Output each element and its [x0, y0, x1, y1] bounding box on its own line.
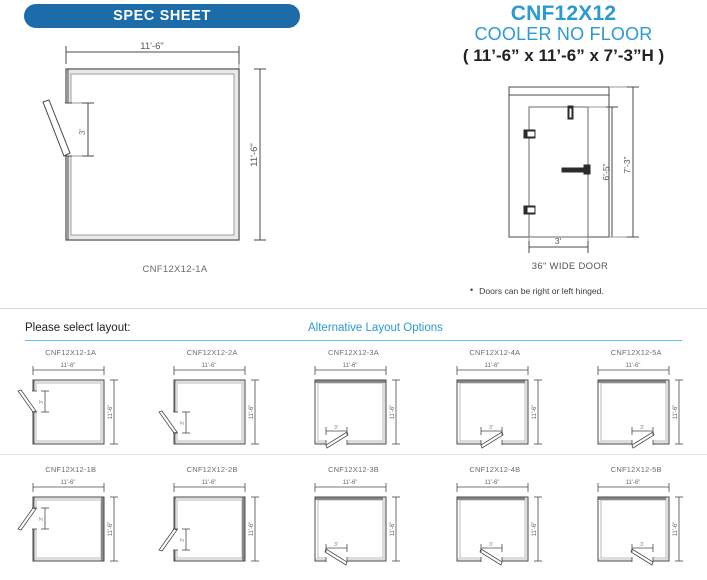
thumb-dim-door: 3' — [335, 425, 339, 431]
plan-walls — [65, 68, 240, 241]
thumb-dim-door: 3' — [640, 542, 644, 548]
layout-option-label: CNF12X12-1B — [45, 465, 97, 474]
layout-row-2: CNF12X12-1B — [0, 465, 707, 569]
thumb-dim-height: 11'-6" — [249, 522, 255, 537]
thumb-dim-door: 3' — [180, 421, 186, 425]
layout-option-label: CNF12X12-3A — [327, 348, 379, 357]
layout-option-4a[interactable]: CNF12X12-4A — [424, 348, 565, 452]
thumb-dim-height: 11'-6" — [249, 405, 255, 420]
layout-option-3b[interactable]: CNF12X12-3B — [283, 465, 424, 569]
thumb-dim-height: 11'-6" — [390, 522, 396, 537]
thumb-dim-height: 11'-6" — [108, 522, 114, 537]
layout-option-5a[interactable]: CNF12X12-5A — [566, 348, 707, 452]
thumb-dim-height: 11'-6" — [673, 405, 679, 420]
thumb-dim-width: 11'-6" — [343, 480, 358, 486]
layout-option-2a[interactable]: CNF12X12-2A — [141, 348, 282, 452]
hinge-note-text: Doors can be right or left hinged. — [479, 286, 604, 296]
thumb-dim-width: 11'-6" — [60, 480, 75, 486]
thumb-dim-door: 3' — [489, 425, 493, 431]
thumb-dim-height: 11'-6" — [108, 405, 114, 420]
thumb-dim-door: 3' — [180, 538, 186, 542]
layout-option-4b[interactable]: CNF12X12-4B — [424, 465, 565, 569]
plan-dim-right-label: 11'-6" — [249, 143, 260, 167]
thumb-dim-door: 3' — [39, 517, 45, 521]
layout-option-2b[interactable]: CNF12X12-2B — [141, 465, 282, 569]
elevation-closer — [567, 105, 574, 120]
spec-sheet-banner: SPEC SHEET — [24, 4, 300, 28]
layout-thumbnail-grid: CNF12X12-1A — [0, 348, 707, 569]
selector-underline — [25, 340, 682, 341]
layout-option-5b[interactable]: CNF12X12-5B — [566, 465, 707, 569]
thumb-dim-width: 11'-6" — [484, 480, 499, 486]
elevation-dim-door-height-label: 6’-5" — [601, 163, 611, 180]
row-spacer — [0, 455, 707, 465]
main-plan-drawing: 11'-6" 11'-6" 3' — [30, 40, 320, 290]
thumb-dim-height: 11'-6" — [390, 405, 396, 420]
hinge-note: • Doors can be right or left hinged. — [470, 285, 700, 296]
layout-option-label: CNF12X12-4B — [469, 465, 521, 474]
thumb-dim-door: 3' — [640, 425, 644, 431]
model-dimensions: ( 11’-6” x 11’-6” x 7’-3”H ) — [462, 46, 665, 65]
elevation-dim-door-width-label: 3' — [555, 236, 562, 246]
alternative-layout-label: Alternative Layout Options — [308, 322, 443, 334]
thumb-dim-width: 11'-6" — [343, 363, 358, 369]
thumb-dim-width: 11'-6" — [202, 363, 217, 369]
thumb-dim-height: 11'-6" — [532, 405, 538, 420]
layout-option-label: CNF12X12-5A — [610, 348, 662, 357]
layout-option-label: CNF12X12-1A — [45, 348, 97, 357]
thumb-dim-width: 11'-6" — [626, 363, 641, 369]
thumb-dim-width: 11'-6" — [626, 480, 641, 486]
layout-option-label: CNF12X12-2B — [186, 465, 238, 474]
thumb-dim-height: 11'-6" — [673, 522, 679, 537]
layout-option-1b[interactable]: CNF12X12-1B — [0, 465, 141, 569]
layout-row-1: CNF12X12-1A — [0, 348, 707, 452]
thumbnail-row-divider — [0, 454, 707, 455]
elevation-hinges — [523, 129, 536, 215]
elevation-caption: 36" WIDE DOOR — [531, 261, 609, 272]
layout-option-label: CNF12X12-3B — [327, 465, 379, 474]
layout-option-label: CNF12X12-2A — [186, 348, 238, 357]
bullet-icon: • — [470, 285, 474, 295]
select-layout-label: Please select layout: — [25, 322, 131, 334]
thumb-dim-door: 3' — [489, 542, 493, 548]
thumb-dim-width: 11'-6" — [60, 363, 75, 369]
layout-option-3a[interactable]: CNF12X12-3A — [283, 348, 424, 452]
plan-door-opening — [65, 69, 72, 240]
layout-option-label: CNF12X12-4A — [469, 348, 521, 357]
elevation-drawing: 3' 6’-5" 7’-3" — [480, 75, 660, 270]
plan-door-leaf — [42, 99, 71, 157]
thumb-dim-door: 3' — [335, 542, 339, 548]
thumb-dim-width: 11'-6" — [202, 480, 217, 486]
thumb-dim-door: 3' — [39, 400, 45, 404]
elevation-handle — [561, 164, 591, 175]
plan-dim-door-label: 3' — [78, 129, 87, 135]
layout-option-1a[interactable]: CNF12X12-1A — [0, 348, 141, 452]
model-number-title: CNF12X12 — [510, 2, 617, 25]
thumb-dim-width: 11'-6" — [484, 363, 499, 369]
model-description: COOLER NO FLOOR — [474, 24, 653, 44]
layout-option-label: CNF12X12-5B — [610, 465, 662, 474]
thumb-dim-height: 11'-6" — [532, 522, 538, 537]
plan-dim-top-label: 11'-6" — [140, 41, 164, 52]
plan-caption: CNF12X12-1A — [142, 264, 208, 275]
spec-sheet-banner-label: SPEC SHEET — [113, 8, 211, 24]
elevation-dim-overall-height-label: 7’-3" — [622, 156, 632, 173]
section-divider — [0, 308, 707, 309]
